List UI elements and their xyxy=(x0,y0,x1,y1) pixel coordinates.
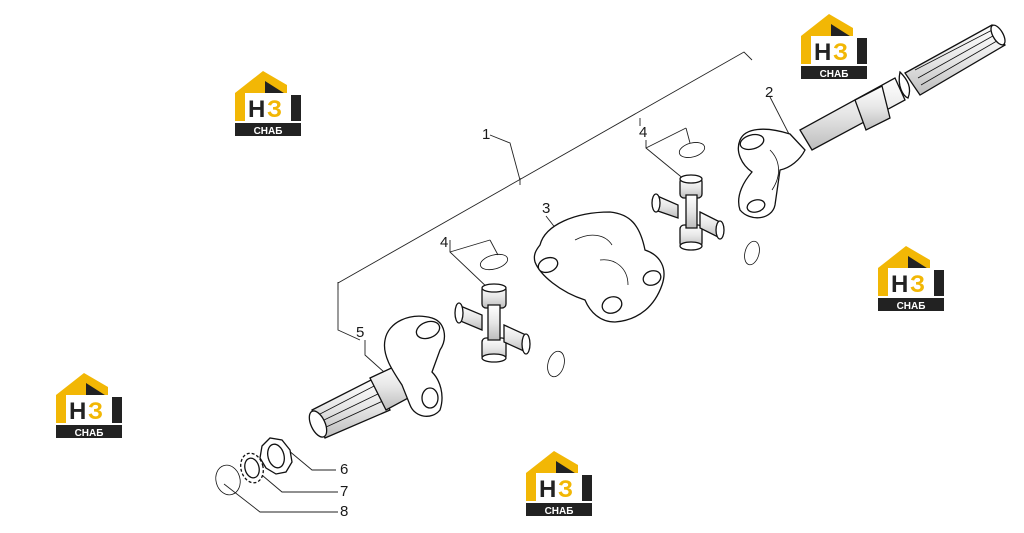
watermark-caption: СНАБ xyxy=(545,506,574,517)
snap-ring xyxy=(215,464,241,496)
stub-shaft-with-yoke xyxy=(308,315,446,439)
callout-4-lower: 4 xyxy=(440,234,448,251)
watermark-logo-5: СНАБ xyxy=(526,451,592,517)
thrust-washer xyxy=(259,437,293,475)
watermark-caption: СНАБ xyxy=(897,301,926,312)
watermark-logo-2: СНАБ xyxy=(801,14,867,80)
watermark-logo-1: СНАБ xyxy=(235,71,301,137)
callout-labels: 1 2 3 4 4 5 6 7 8 xyxy=(340,84,773,520)
assembly-bracket xyxy=(337,51,753,290)
lock-washer xyxy=(240,452,264,484)
watermark-caption: СНАБ xyxy=(254,126,283,137)
watermark-caption: СНАБ xyxy=(75,428,104,439)
watermark-logo-3: СНАБ xyxy=(878,246,944,312)
callout-3: 3 xyxy=(542,200,550,217)
center-double-yoke xyxy=(533,211,665,323)
universal-joint-upper xyxy=(651,142,760,266)
universal-joint-lower xyxy=(454,253,565,378)
callout-1: 1 xyxy=(482,126,490,143)
axle-shaft-with-yoke xyxy=(737,24,1006,219)
watermark-logo-4: СНАБ xyxy=(56,373,122,439)
callout-5: 5 xyxy=(356,324,364,341)
callout-2: 2 xyxy=(765,84,773,101)
callout-6: 6 xyxy=(340,461,348,478)
callout-4-upper: 4 xyxy=(639,124,647,141)
leader-lines xyxy=(223,96,791,513)
callout-7: 7 xyxy=(340,483,348,500)
watermark-caption: СНАБ xyxy=(820,69,849,80)
callout-8: 8 xyxy=(340,503,348,520)
